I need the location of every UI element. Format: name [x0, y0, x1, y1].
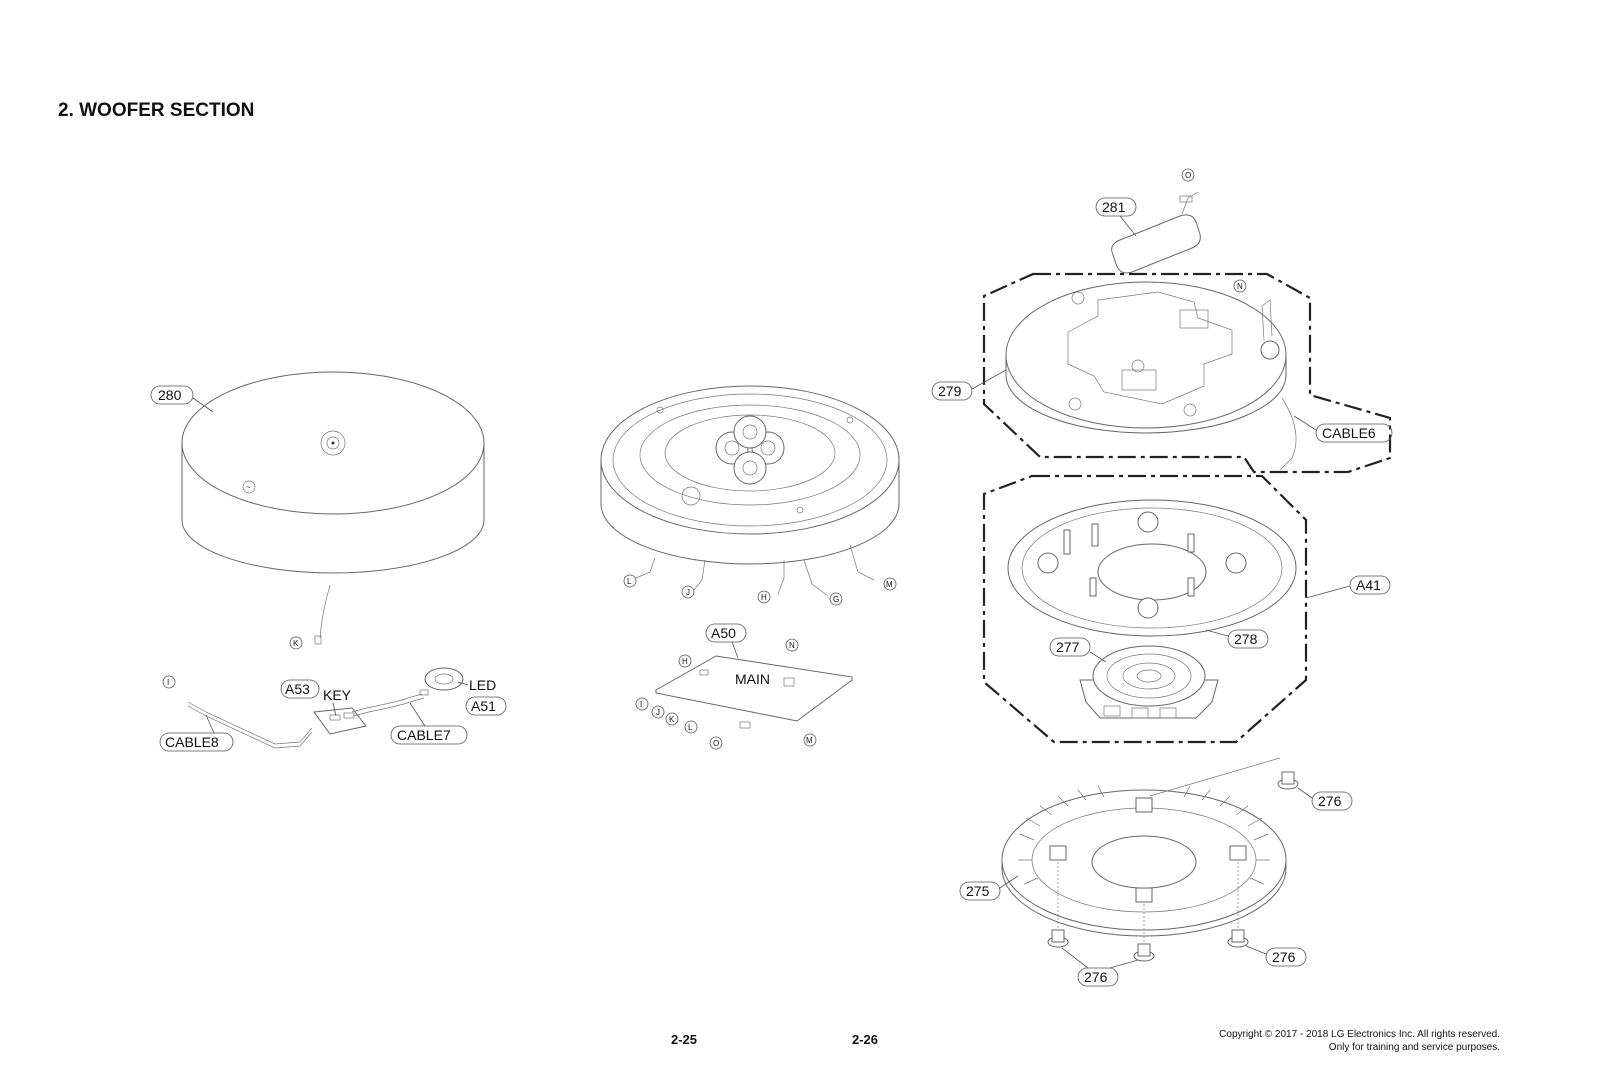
callout-cable6[interactable]: CABLE6 — [1293, 415, 1393, 443]
svg-text:276: 276 — [1318, 793, 1342, 809]
svg-text:CABLE6: CABLE6 — [1322, 425, 1376, 441]
callout-276-a[interactable]: 276 — [1297, 787, 1353, 811]
connector-i2: I — [635, 697, 649, 711]
connector-h2: H — [678, 654, 692, 668]
connector-o-top: O — [1181, 168, 1195, 182]
group-a41-outline — [982, 474, 1308, 744]
svg-text:A51: A51 — [471, 698, 496, 714]
copyright-line-2: Only for training and service purposes. — [1328, 1042, 1500, 1053]
callout-cable7[interactable]: CABLE7 — [390, 702, 468, 745]
callout-279[interactable]: 279 — [931, 369, 1007, 401]
svg-text:N: N — [1237, 282, 1243, 291]
part-275-base — [1001, 757, 1287, 948]
svg-text:O: O — [1185, 171, 1191, 180]
callout-281[interactable]: 281 — [1095, 197, 1137, 237]
svg-text:~: ~ — [246, 483, 251, 492]
svg-text:275: 275 — [966, 883, 990, 899]
part-280-cover: ~ — [181, 371, 485, 645]
svg-text:CABLE7: CABLE7 — [397, 727, 451, 743]
svg-text:276: 276 — [1084, 969, 1108, 985]
svg-text:L: L — [688, 723, 693, 732]
callout-275[interactable]: 275 — [959, 875, 1019, 901]
section-title: 2. WOOFER SECTION — [58, 100, 255, 121]
svg-text:K: K — [293, 639, 299, 648]
svg-text:278: 278 — [1234, 631, 1258, 647]
connector-k2: K — [665, 712, 679, 726]
copyright-line-1: Copyright © 2017 - 2018 LG Electronics I… — [1219, 1029, 1500, 1040]
svg-text:276: 276 — [1272, 949, 1296, 965]
svg-text:277: 277 — [1056, 639, 1080, 655]
label-led: LED — [469, 677, 496, 693]
callout-277[interactable]: 277 — [1049, 637, 1107, 663]
part-a50-main-pcb — [654, 655, 854, 729]
part-281-battery — [1111, 191, 1201, 274]
callout-a53[interactable]: A53 — [280, 679, 320, 699]
group-279-outline — [982, 272, 1392, 474]
callout-a50[interactable]: A50 — [705, 623, 747, 659]
svg-text:M: M — [806, 736, 813, 745]
connector-k: K — [289, 636, 303, 650]
connector-n-top: N — [1233, 279, 1247, 293]
callout-cable8[interactable]: CABLE8 — [159, 714, 234, 752]
part-279-plate — [1005, 281, 1297, 471]
svg-text:A53: A53 — [285, 681, 310, 697]
svg-text:K: K — [669, 715, 675, 724]
svg-text:N: N — [789, 641, 795, 650]
page-number-left: 2-25 — [671, 1032, 698, 1047]
svg-text:H: H — [682, 657, 688, 666]
part-woofer-cabinet — [600, 385, 900, 597]
svg-text:I: I — [640, 700, 642, 709]
callout-276-c[interactable]: 276 — [1061, 947, 1139, 987]
connector-i: I — [162, 675, 176, 689]
svg-text:280: 280 — [158, 387, 182, 403]
connector-m: M — [883, 577, 897, 591]
callout-278[interactable]: 278 — [1205, 629, 1269, 649]
label-main: MAIN — [735, 671, 770, 687]
svg-text:CABLE8: CABLE8 — [165, 734, 219, 750]
copyright-notice: Copyright © 2017 - 2018 LG Electronics I… — [1219, 1028, 1500, 1054]
part-276-feet — [1047, 771, 1299, 962]
svg-text:M: M — [886, 580, 893, 589]
connector-h: H — [757, 590, 771, 604]
callout-276-b[interactable]: 276 — [1245, 945, 1307, 967]
connector-j2: J — [651, 705, 665, 719]
svg-text:H: H — [761, 593, 767, 602]
svg-text:J: J — [686, 588, 690, 597]
callout-a41[interactable]: A41 — [1305, 575, 1391, 599]
connector-l2: L — [684, 720, 698, 734]
svg-text:A41: A41 — [1356, 577, 1381, 593]
connector-j: J — [681, 585, 695, 599]
connector-g: G — [829, 592, 843, 606]
page-number-right: 2-26 — [852, 1032, 879, 1047]
connector-l: L — [623, 574, 637, 588]
svg-text:G: G — [833, 595, 839, 604]
part-278-ring — [1007, 499, 1297, 637]
svg-text:279: 279 — [938, 383, 962, 399]
svg-text:O: O — [713, 739, 719, 748]
part-cable8-a53-cable7 — [187, 667, 464, 749]
callout-280[interactable]: 280 — [150, 385, 214, 413]
connector-n2: N — [785, 638, 799, 652]
svg-text:I: I — [167, 678, 169, 687]
part-277-speaker — [1079, 645, 1219, 719]
connector-m2: M — [803, 733, 817, 747]
connector-o2: O — [709, 736, 723, 750]
svg-text:J: J — [656, 708, 660, 717]
label-key: KEY — [323, 687, 352, 703]
svg-text:L: L — [627, 577, 632, 586]
svg-text:281: 281 — [1102, 199, 1126, 215]
svg-text:A50: A50 — [711, 625, 736, 641]
callout-a51[interactable]: A51 — [465, 696, 507, 716]
